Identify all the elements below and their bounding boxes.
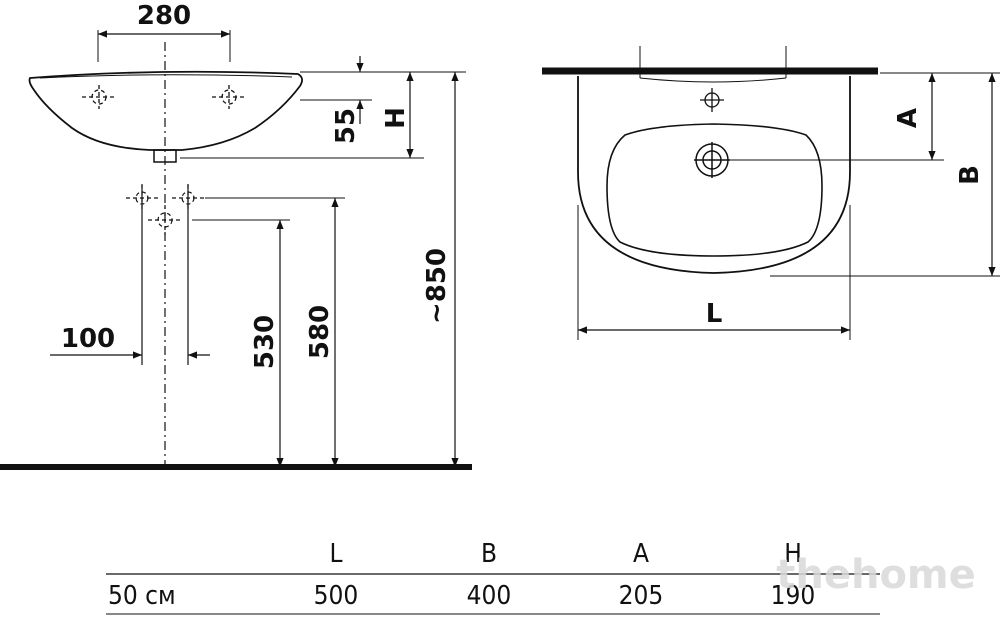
table-row-label: 50 см [108, 581, 176, 611]
tap-hole-marker-right [212, 85, 246, 109]
basin-rim-top [39, 74, 293, 79]
drain-top [694, 142, 730, 178]
top-view [542, 46, 1000, 340]
basin-outline [577, 76, 851, 274]
tap-hole-top [700, 88, 724, 112]
side-view [0, 30, 472, 470]
table-cell-a: 205 [619, 581, 664, 611]
dim-label-850: ~850 [422, 248, 452, 324]
dim-label-l: L [706, 299, 723, 329]
table-header-a: A [633, 539, 649, 569]
table-cell-l: 500 [314, 581, 359, 611]
supply-marker-right [172, 184, 204, 212]
table-header-h: H [784, 539, 802, 569]
table-header-l: L [329, 539, 342, 569]
watermark: thehome [776, 552, 976, 598]
basin-bowl [606, 123, 823, 257]
table-cell-h: 190 [771, 581, 816, 611]
dim-label-100: 100 [61, 324, 115, 354]
dimension-table: L B A H 50 см 500 400 205 190 [106, 539, 880, 615]
dim-label-580: 580 [305, 305, 335, 359]
table-header-b: B [481, 539, 497, 569]
table-cell-b: 400 [467, 581, 512, 611]
dim-label-b: B [955, 165, 985, 185]
dim-label-530: 530 [250, 315, 280, 369]
supply-marker-left [126, 184, 158, 212]
dim-label-a: A [893, 108, 923, 128]
dim-label-55: 55 [331, 108, 361, 144]
dim-label-280: 280 [137, 1, 191, 31]
tap-hole-marker-left [82, 85, 116, 109]
drain-marker [148, 205, 182, 235]
basin-profile [28, 70, 303, 151]
dim-label-h: H [381, 107, 411, 129]
